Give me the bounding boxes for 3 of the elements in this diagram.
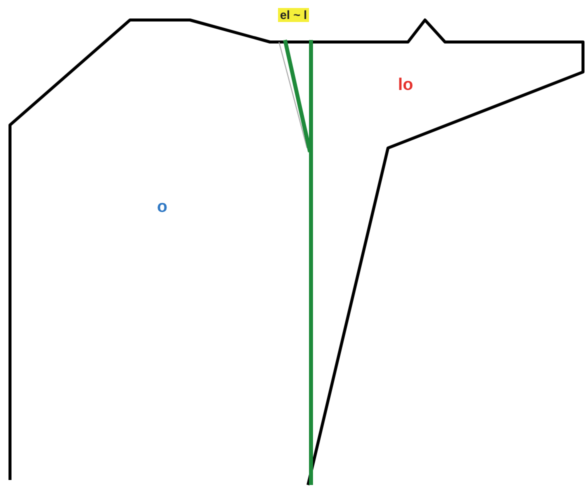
- pattern-label: o: [157, 198, 168, 215]
- pattern-label: lo: [398, 76, 414, 93]
- pattern-label: el ~ l: [278, 8, 310, 22]
